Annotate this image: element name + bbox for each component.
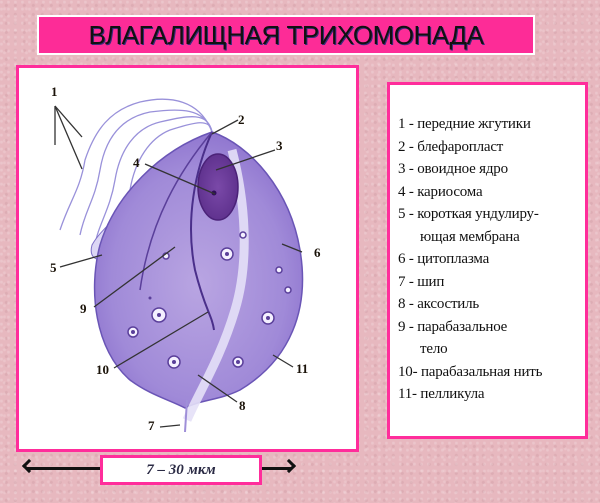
scale-label: 7 – 30 мкм xyxy=(146,461,216,478)
legend-item: 4 - кариосома xyxy=(398,183,483,200)
legend-panel: 1 - передние жгутики 2 - блефаропласт 3 … xyxy=(387,82,588,439)
legend-item: 8 - аксостиль xyxy=(398,296,480,312)
arrow-left-icon xyxy=(21,458,37,474)
label-10: 10 xyxy=(96,362,109,377)
label-5: 5 xyxy=(50,260,57,275)
cell-body xyxy=(93,131,304,409)
legend-item: 11- пелликула xyxy=(398,386,485,402)
legend-item: 10- парабазальная нить xyxy=(398,363,543,380)
label-11: 11 xyxy=(296,361,308,376)
spine xyxy=(184,399,188,433)
legend-item: 5 - короткая ундулиру-ющая мембрана xyxy=(398,206,539,245)
legend-item: 6 - цитоплазма xyxy=(398,251,490,267)
title-banner: ВЛАГАЛИЩНАЯ ТРИХОМОНАДА xyxy=(37,15,535,55)
arrow-right-icon xyxy=(281,458,297,474)
label-2: 2 xyxy=(238,112,245,127)
label-3: 3 xyxy=(276,138,283,153)
page-title: ВЛАГАЛИЩНАЯ ТРИХОМОНАДА xyxy=(88,19,484,50)
legend-item: 2 - блефаропласт xyxy=(398,138,504,155)
label-7: 7 xyxy=(148,418,155,433)
trichomonas-illustration: 1 2 3 4 5 6 7 8 9 10 11 xyxy=(50,84,321,433)
axostyle xyxy=(182,148,249,422)
label-4: 4 xyxy=(133,155,140,170)
label-6: 6 xyxy=(314,245,321,260)
legend-item: 3 - овоидное ядро xyxy=(398,161,508,177)
scale-label-box: 7 – 30 мкм xyxy=(100,455,262,485)
label-1: 1 xyxy=(51,84,58,99)
legend-item: 1 - передние жгутики xyxy=(398,116,531,132)
label-8: 8 xyxy=(239,398,246,413)
label-9: 9 xyxy=(80,301,87,316)
parabasal-filament xyxy=(190,131,215,331)
legend-item: 7 - шип xyxy=(398,273,445,290)
leader-lines xyxy=(54,105,303,428)
figure-panel: 1 2 3 4 5 6 7 8 9 10 11 xyxy=(16,65,359,452)
